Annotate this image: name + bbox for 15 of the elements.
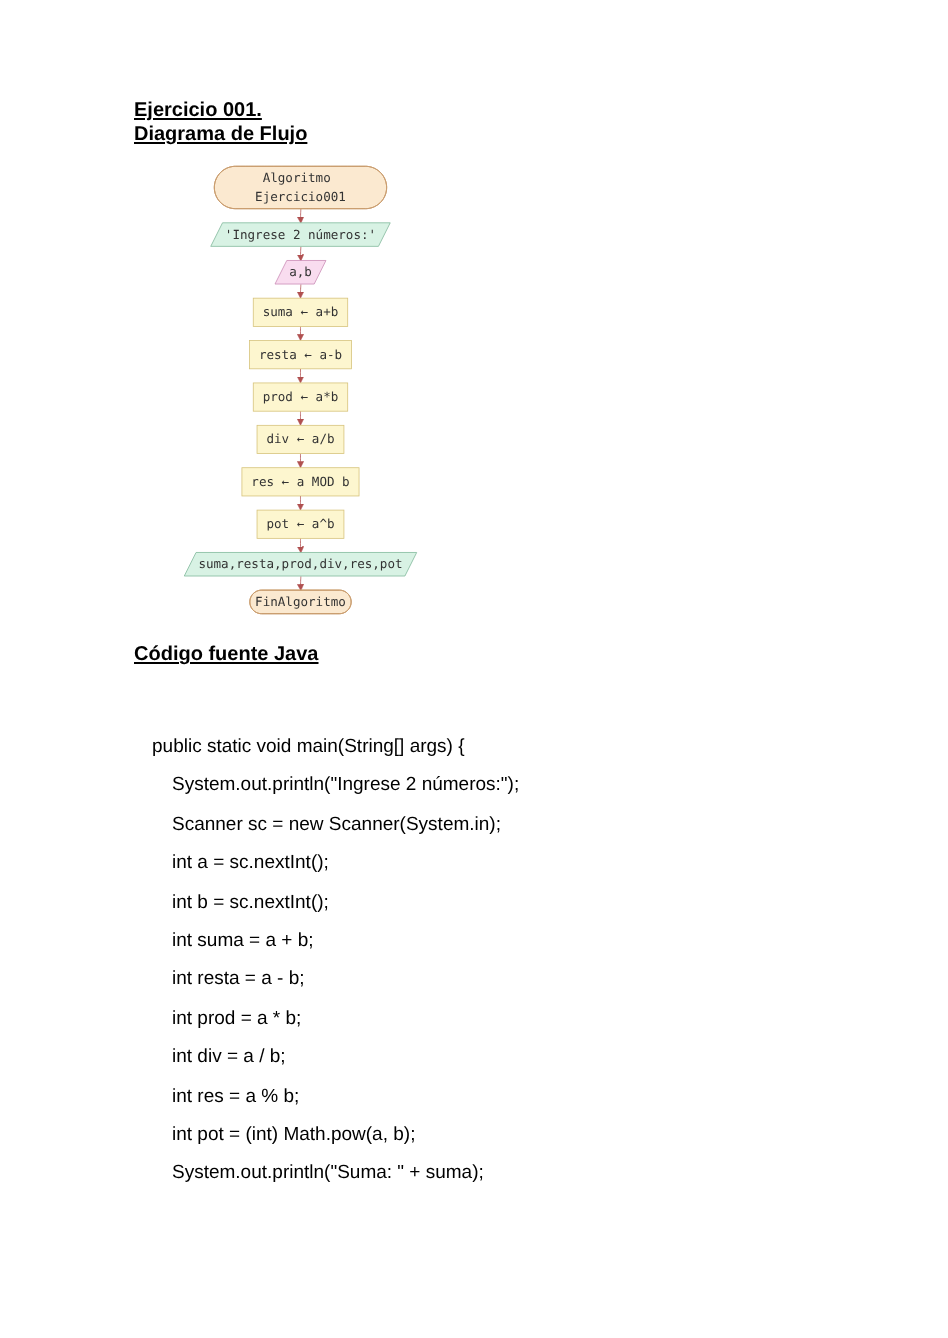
section-heading: Código fuente Java: [134, 644, 319, 666]
code-line: int pot = (int) Math.pow(a, b);: [172, 1124, 416, 1146]
code-line: int suma = a + b;: [172, 930, 314, 952]
code-line: int b = sc.nextInt();: [172, 891, 329, 914]
code-line: Scanner sc = new Scanner(System.in);: [172, 813, 501, 836]
code-line: int resta = a - b;: [172, 968, 305, 991]
code-line: System.out.println("Suma: " + suma);: [172, 1162, 484, 1185]
code-line: System.out.println("Ingrese 2 números:");: [172, 774, 520, 797]
code-line: int res = a % b;: [172, 1085, 300, 1108]
page-title: Ejercicio 001.: [134, 100, 262, 122]
code-line: int prod = a * b;: [172, 1007, 302, 1030]
code-line: int a = sc.nextInt();: [172, 852, 329, 875]
code-line: int div = a / b;: [172, 1046, 286, 1069]
section-heading: Diagrama de Flujo: [134, 124, 308, 146]
code-line: public static void main(String[] args) {: [152, 736, 465, 758]
